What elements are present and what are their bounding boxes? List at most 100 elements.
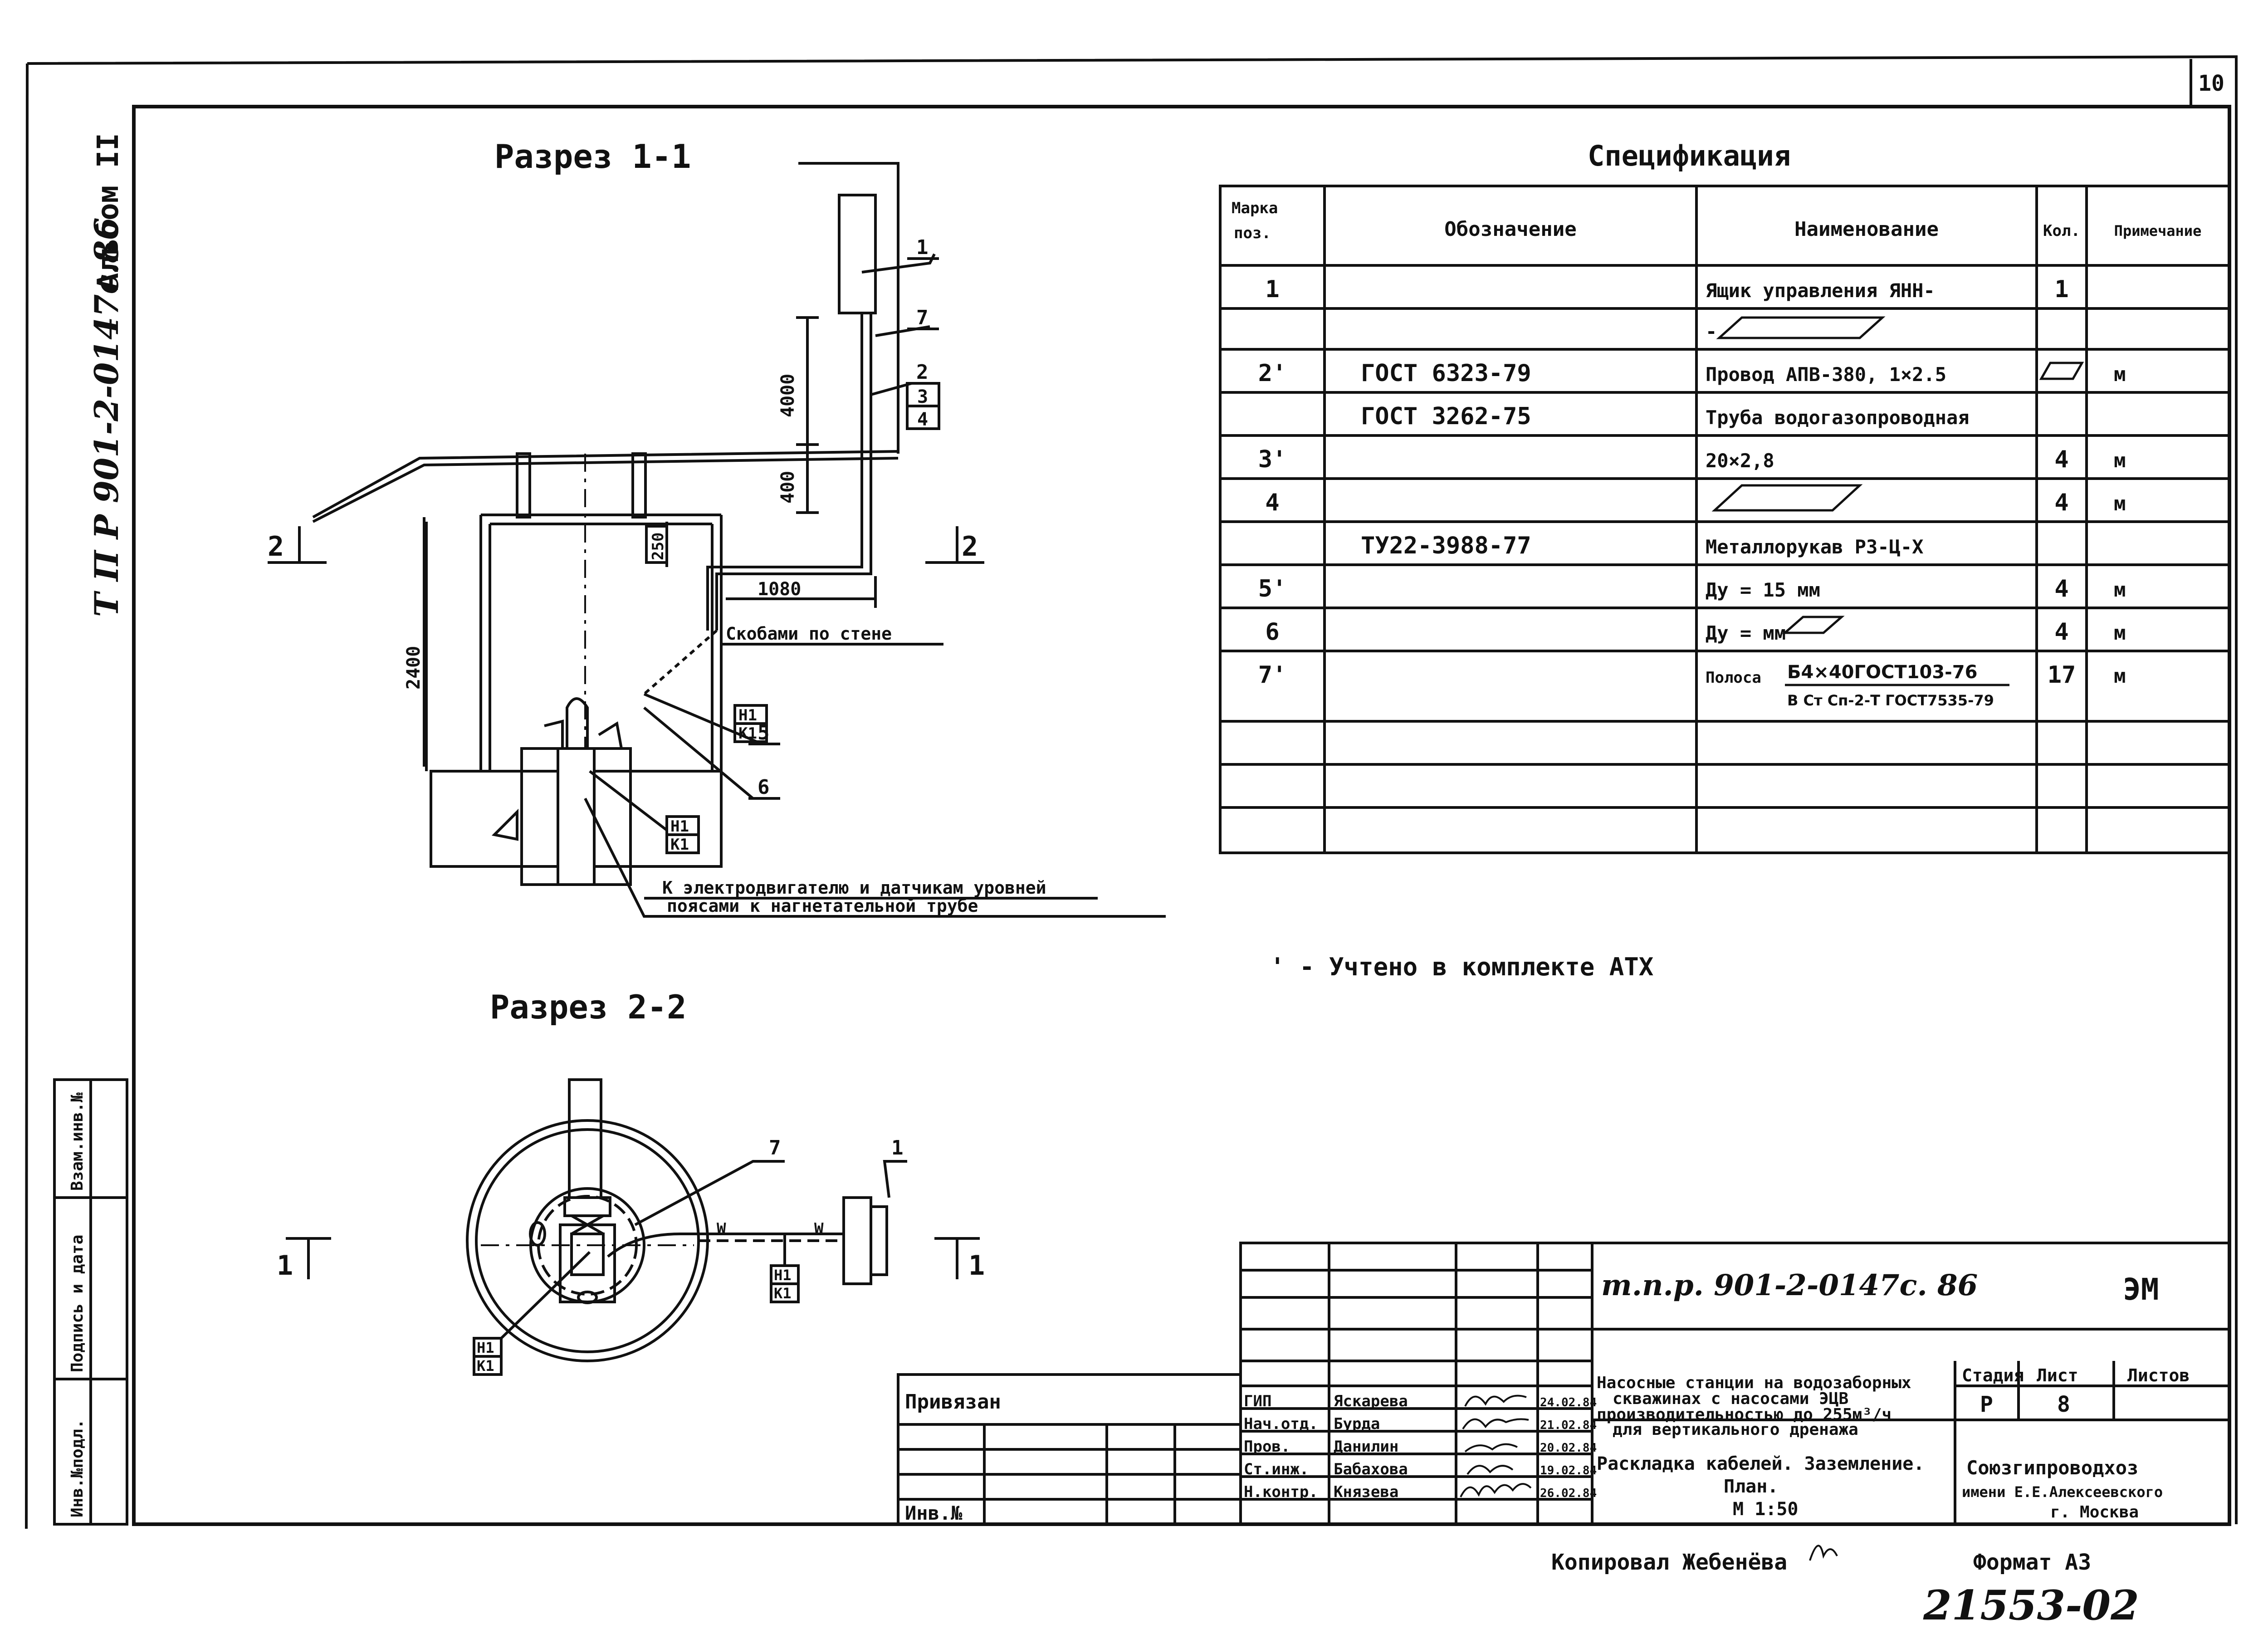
wire-w2: W xyxy=(814,1220,824,1238)
s2-cut-right-1: 1 xyxy=(968,1250,985,1282)
row7-fraction-bottom: В Ст Сп-2-Т ГОСТ7535-79 xyxy=(1787,692,1994,709)
dim-250: 250 xyxy=(649,533,667,560)
mark-2: 2 xyxy=(916,361,929,384)
mark-7: 7 xyxy=(916,306,929,329)
title-block: т.п.р. 901-2-0147с. 86 ЭМ Привязан Инв.№… xyxy=(897,1242,2231,1561)
staff-name: Бабахова xyxy=(1334,1460,1408,1478)
album-name: Альбом II xyxy=(92,133,125,290)
copied-by: Копировал Жебенёва xyxy=(1551,1550,1787,1575)
staff-role: Нач.отд. xyxy=(1244,1415,1318,1433)
spec-cell-name: Ящик управления ЯНН- xyxy=(1706,279,1935,302)
s2-hk2-bottom: К1 xyxy=(477,1357,494,1375)
mark-5: 5 xyxy=(758,721,770,744)
s2-hk2-top: Н1 xyxy=(477,1339,494,1356)
spec-cell-name: 20×2,8 xyxy=(1706,450,1774,472)
s2-mark-1: 1 xyxy=(891,1136,904,1159)
bottom-notes: Копировал Жебенёва Формат А3 21553-02 xyxy=(1551,1550,2139,1629)
spec-cell-mark: 1 xyxy=(1265,276,1279,303)
org-line-3: г. Москва xyxy=(2050,1503,2139,1521)
staff-name: Данилин xyxy=(1334,1438,1398,1456)
spec-cell-name: Металлорукав Р3-Ц-Х xyxy=(1706,536,1923,558)
spec-cell-qty: 4 xyxy=(2054,618,2068,646)
mark-1: 1 xyxy=(916,236,929,259)
spec-header-qty: Кол. xyxy=(2043,222,2080,240)
spec-header-mark-1: Марка xyxy=(1232,199,1278,217)
spec-cell-name: Провод АПВ-380, 1×2.5 xyxy=(1706,363,1946,386)
mark-3: 3 xyxy=(917,386,928,407)
spec-cell-mark: 6 xyxy=(1265,618,1279,646)
spec-header-name: Наименование xyxy=(1794,218,1939,241)
spec-cell-designation: ГОСТ 6323-79 xyxy=(1361,360,1531,387)
staff-name: Яскарева xyxy=(1334,1392,1408,1410)
row7-fraction-top: Б4×40ГОСТ103-76 xyxy=(1787,662,1977,683)
s2-hk1-bottom: К1 xyxy=(774,1285,792,1302)
spec-cell-name: Полоса xyxy=(1706,669,1761,687)
spec-cell-mark: 2' xyxy=(1258,360,1287,387)
hk1-bottom: К1 xyxy=(738,724,757,743)
spec-cell-note: м xyxy=(2114,665,2126,688)
hk1-top: Н1 xyxy=(738,706,757,724)
staff-date: 19.02.84 xyxy=(1540,1464,1597,1477)
spec-header-note: Примечание xyxy=(2114,222,2202,240)
sheet-frame xyxy=(25,55,2238,1529)
spec-cell-note: м xyxy=(2114,621,2126,645)
spec-cell-mark: 5' xyxy=(1258,575,1287,602)
title-block-grid xyxy=(897,1242,2231,1526)
sheet-label: Лист xyxy=(2037,1365,2078,1385)
staff-role: Ст.инж. xyxy=(1244,1460,1309,1478)
section-1-1: Разрез 1-1 xyxy=(268,137,1166,918)
format: Формат А3 xyxy=(1973,1550,2091,1575)
spec-cell-name: Ду = мм xyxy=(1706,622,1786,644)
footnote: ' - Учтено в комплекте АТХ xyxy=(1270,953,1653,981)
sheet-number: 10 xyxy=(2198,71,2224,96)
spec-header-mark-2: поз. xyxy=(1234,224,1271,242)
inv-podl-label: Инв.№подл. xyxy=(68,1419,87,1517)
spec-cell-designation: ТУ22-3988-77 xyxy=(1361,532,1531,559)
cut-left-2: 2 xyxy=(268,531,284,563)
doc-code: т.п.р. 901-2-0147с. 86 xyxy=(1601,1268,1978,1302)
spec-cell-qty: 1 xyxy=(2054,276,2068,303)
staff-role: Н.контр. xyxy=(1244,1483,1318,1501)
section-2-geometry xyxy=(286,1078,980,1376)
dim-4000: 4000 xyxy=(777,374,798,417)
spec-cell-qty: 4 xyxy=(2054,575,2068,602)
spec-title: Спецификация xyxy=(1588,139,1791,172)
staff-role: Пров. xyxy=(1244,1438,1290,1456)
section-1-title: Разрез 1-1 xyxy=(494,137,691,176)
project-line-4: для вертикального дренажа xyxy=(1613,1420,1858,1439)
section-2-2: Разрез 2-2 xyxy=(277,988,985,1376)
staff-name: Князева xyxy=(1334,1483,1398,1501)
stage-value: Р xyxy=(1980,1392,1993,1417)
s2-cut-left-1: 1 xyxy=(277,1250,293,1282)
leader-line-2: поясами к нагнетательной трубе xyxy=(667,896,978,916)
staff-role: ГИП xyxy=(1244,1392,1271,1410)
dim-1080: 1080 xyxy=(758,579,801,600)
spec-cell-mark: 7' xyxy=(1258,661,1287,689)
spec-cell-note: м xyxy=(2114,578,2126,602)
dim-400: 400 xyxy=(777,471,798,504)
signatures xyxy=(1460,1394,1838,1561)
leader-line-1: К электродвигателю и датчикам уровней xyxy=(662,878,1046,898)
staff-date: 20.02.84 xyxy=(1540,1441,1597,1455)
dim-2400: 2400 xyxy=(403,646,424,690)
spec-cell-note: м xyxy=(2114,492,2126,515)
spec-cell-name: - xyxy=(1706,320,1717,342)
vzam-inv-label: Взам.инв.№ xyxy=(68,1092,87,1191)
podpis-data-label: Подпись и дата xyxy=(68,1235,87,1372)
staff-date: 21.02.84 xyxy=(1540,1419,1597,1432)
blank-parallelograms xyxy=(1711,316,2084,634)
side-stamp: Т П Р 901-2-0147с.86 Альбом II Взам.инв.… xyxy=(53,133,128,1526)
project-line-3: производительностью до 255м³/ч xyxy=(1597,1405,1892,1424)
staff-date: 26.02.84 xyxy=(1540,1487,1597,1500)
section-1-geometry xyxy=(268,162,1166,918)
project-line-2: скважинах с насосами ЭЦВ xyxy=(1613,1389,1848,1408)
inv-no: Инв.№ xyxy=(905,1502,962,1524)
spec-cell-note: м xyxy=(2114,449,2126,472)
sheets-label: Листов xyxy=(2127,1365,2190,1385)
spec-cell-qty: 17 xyxy=(2048,661,2076,689)
staff-name: Бурда xyxy=(1334,1415,1380,1433)
